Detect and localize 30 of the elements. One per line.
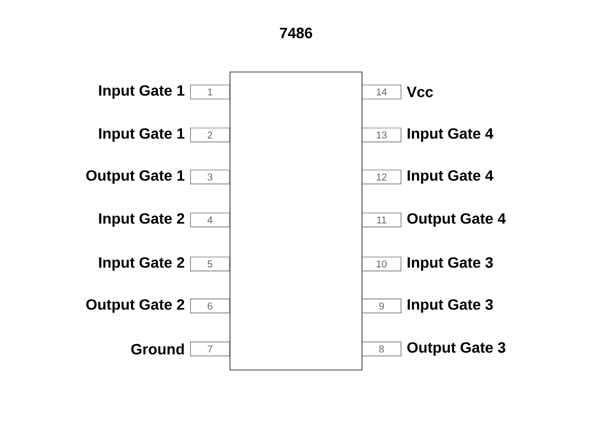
pin-label: Output Gate 1 <box>86 170 184 184</box>
pin-label: Output Gate 2 <box>86 299 184 313</box>
pin-label: Output Gate 4 <box>407 213 506 227</box>
pin-label: Input Gate 1 <box>99 85 184 99</box>
pin-label: Input Gate 3 <box>408 257 493 271</box>
pin-box: 11 <box>362 212 402 228</box>
chip-body <box>230 72 362 370</box>
pin-label: Input Gate 4 <box>408 170 494 184</box>
pin-box: 13 <box>362 128 402 142</box>
pin-label: Input Gate 2 <box>99 213 184 227</box>
pin-label: Vcc <box>406 86 433 98</box>
pin-box: 2 <box>190 128 230 142</box>
pin-box: 6 <box>190 298 230 314</box>
pin-box: 12 <box>362 170 402 184</box>
pin-box: 7 <box>190 342 230 356</box>
pin-box: 5 <box>190 256 230 272</box>
title: 7486 <box>280 28 312 38</box>
pin-label: Input Gate 2 <box>99 257 184 271</box>
pin-box: 14 <box>362 84 402 100</box>
pin-box: 1 <box>190 84 230 100</box>
pin-box: 3 <box>190 170 230 184</box>
pin-box: 4 <box>190 212 230 228</box>
pin-label: Input Gate 1 <box>99 128 184 142</box>
pin-box: 10 <box>362 256 402 272</box>
pin-label: Ground <box>131 343 184 354</box>
pin-box: 8 <box>362 342 402 356</box>
pin-label: Output Gate 3 <box>407 342 506 356</box>
pin-label: Input Gate 4 <box>408 128 494 142</box>
pin-box: 9 <box>362 298 402 314</box>
pin-label: Input Gate 3 <box>408 299 493 313</box>
